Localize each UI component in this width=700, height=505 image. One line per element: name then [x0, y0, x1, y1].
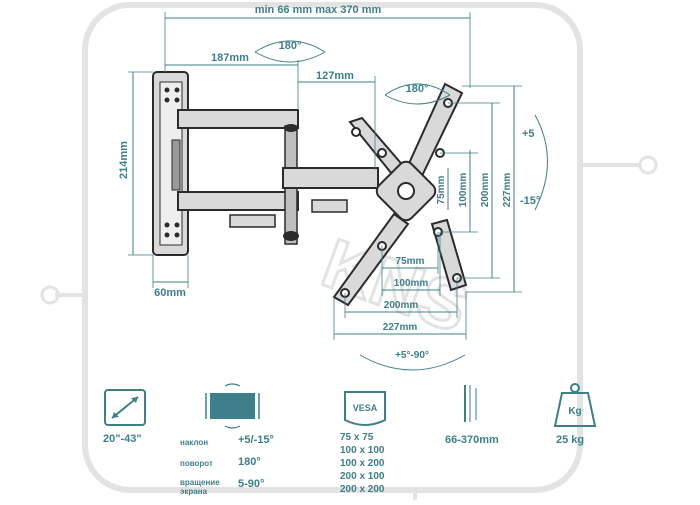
vesa-list-item: 100 x 100 — [340, 445, 385, 456]
swivel-label: поворот — [180, 459, 213, 468]
total-range-label: min 66 mm max 370 mm — [255, 4, 382, 16]
plate-depth-label: 60mm — [154, 287, 186, 299]
vesa-list: 75 x 75 100 x 100 100 x 200 200 x 100 20… — [340, 431, 385, 496]
vesa-h2-label: 100mm — [394, 278, 429, 289]
weight-value: 25 kg — [556, 434, 585, 446]
vesa-list-item: 200 x 100 — [340, 471, 385, 482]
tilt-value: +5/-15° — [238, 434, 274, 446]
weight-icon: Kg — [553, 383, 597, 427]
arm2-label: 127mm — [316, 70, 354, 82]
weight-badge-text: Kg — [568, 406, 581, 417]
distance-value: 66-370mm — [445, 434, 499, 446]
rotation-label: +5°-90° — [395, 350, 429, 361]
vesa-list-item: 200 x 200 — [340, 484, 385, 495]
vesa-v4-label: 227mm — [502, 173, 513, 208]
rotate-label-line1: вращение — [180, 478, 220, 487]
vesa-h1-label: 75mm — [396, 256, 425, 267]
swivel-value: 180° — [238, 456, 261, 468]
vesa-h4-label: 227mm — [383, 322, 418, 333]
vesa-v2-label: 100mm — [458, 173, 469, 208]
vesa-h3-label: 200mm — [384, 300, 419, 311]
arm-assembly — [177, 109, 379, 245]
vesa-v1-label: 75mm — [436, 175, 447, 204]
rotate-value: 5-90° — [238, 478, 265, 490]
tilt-up-label: +5 — [522, 128, 535, 140]
vesa-list-item: 100 x 200 — [340, 458, 385, 469]
tilt-down-label: -15° — [520, 195, 540, 207]
rotate-label-line2: экрана — [180, 487, 208, 496]
vesa-badge-text: VESA — [353, 403, 378, 413]
vesa-list-item: 75 x 75 — [340, 432, 374, 443]
dimension-lines — [128, 12, 548, 371]
vesa-v3-label: 200mm — [480, 173, 491, 208]
arm1-label: 187mm — [211, 52, 249, 64]
plate-height-label: 214mm — [118, 141, 130, 179]
screen-size-icon — [104, 389, 146, 426]
vesa-bracket — [332, 82, 468, 307]
wall-distance-icon — [464, 385, 477, 422]
vesa-icon: VESA — [344, 391, 386, 426]
screen-size-value: 20"-43" — [103, 433, 142, 445]
swivel1-label: 180° — [279, 40, 302, 52]
tilt-screen-icon — [205, 383, 260, 429]
dimension-labels: min 66 mm max 370 mm 187mm 127mm 180° 18… — [118, 4, 540, 361]
swivel2-label: 180° — [406, 83, 429, 95]
tilt-label: наклон — [180, 438, 209, 447]
wall-plate — [152, 71, 189, 256]
